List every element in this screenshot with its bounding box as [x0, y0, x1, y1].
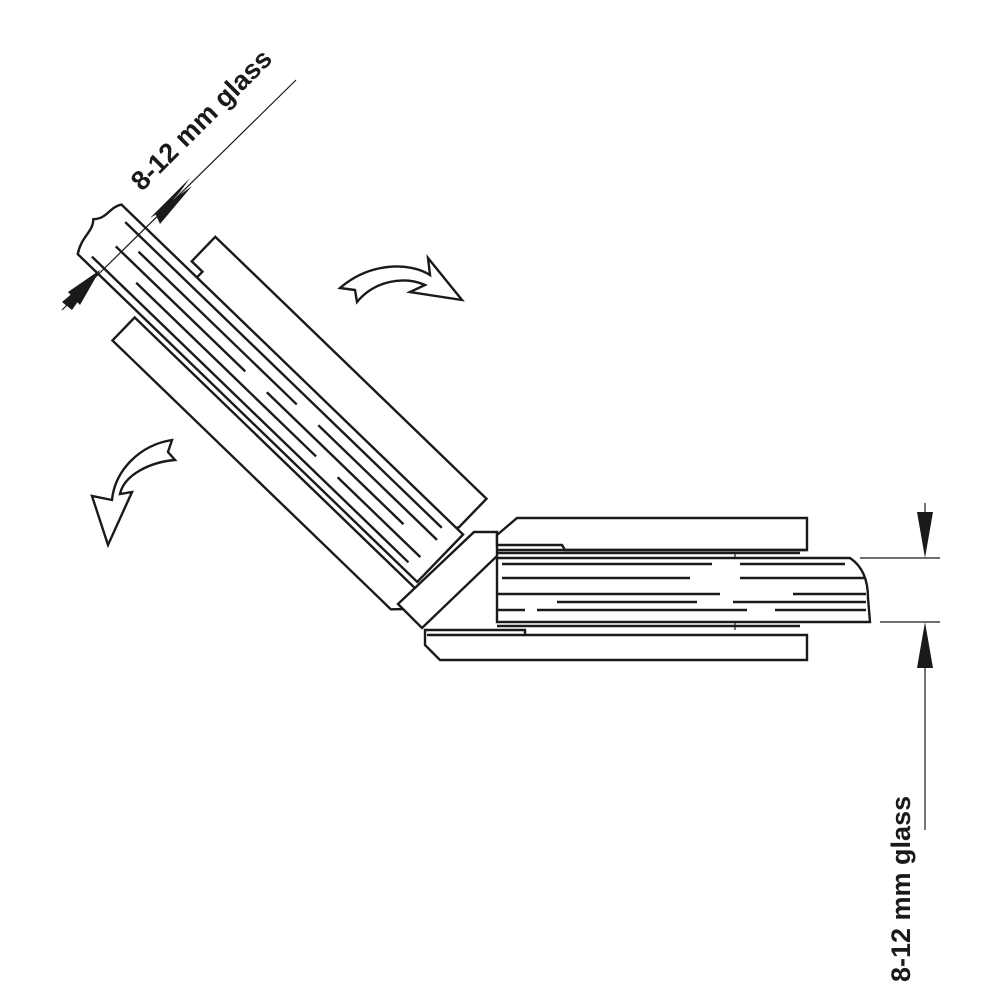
horizontal-glass-assembly — [423, 516, 872, 662]
horizontal-top-clamp-plate — [495, 516, 809, 552]
horizontal-bottom-clamp-plate — [423, 628, 809, 662]
rotation-arrow-counterclockwise-icon — [90, 438, 178, 549]
angled-glass-pane — [76, 203, 465, 584]
horizontal-glass-hatching — [497, 562, 866, 612]
dimension-arrow-up-icon — [917, 622, 933, 668]
dimension-arrow-down-icon — [917, 512, 933, 558]
horizontal-glass-pane — [495, 556, 872, 624]
right-thickness-dimension: 8-12 mm glass — [860, 503, 940, 982]
angled-inner-clamp-plate — [110, 315, 424, 611]
right-dimension-label: 8-12 mm glass — [886, 796, 916, 982]
angled-glass-hatching — [91, 221, 443, 564]
rotation-arrow-clockwise-icon — [337, 254, 465, 305]
dimension-arrow-icon — [150, 178, 190, 218]
angled-glass-assembly — [76, 203, 489, 611]
